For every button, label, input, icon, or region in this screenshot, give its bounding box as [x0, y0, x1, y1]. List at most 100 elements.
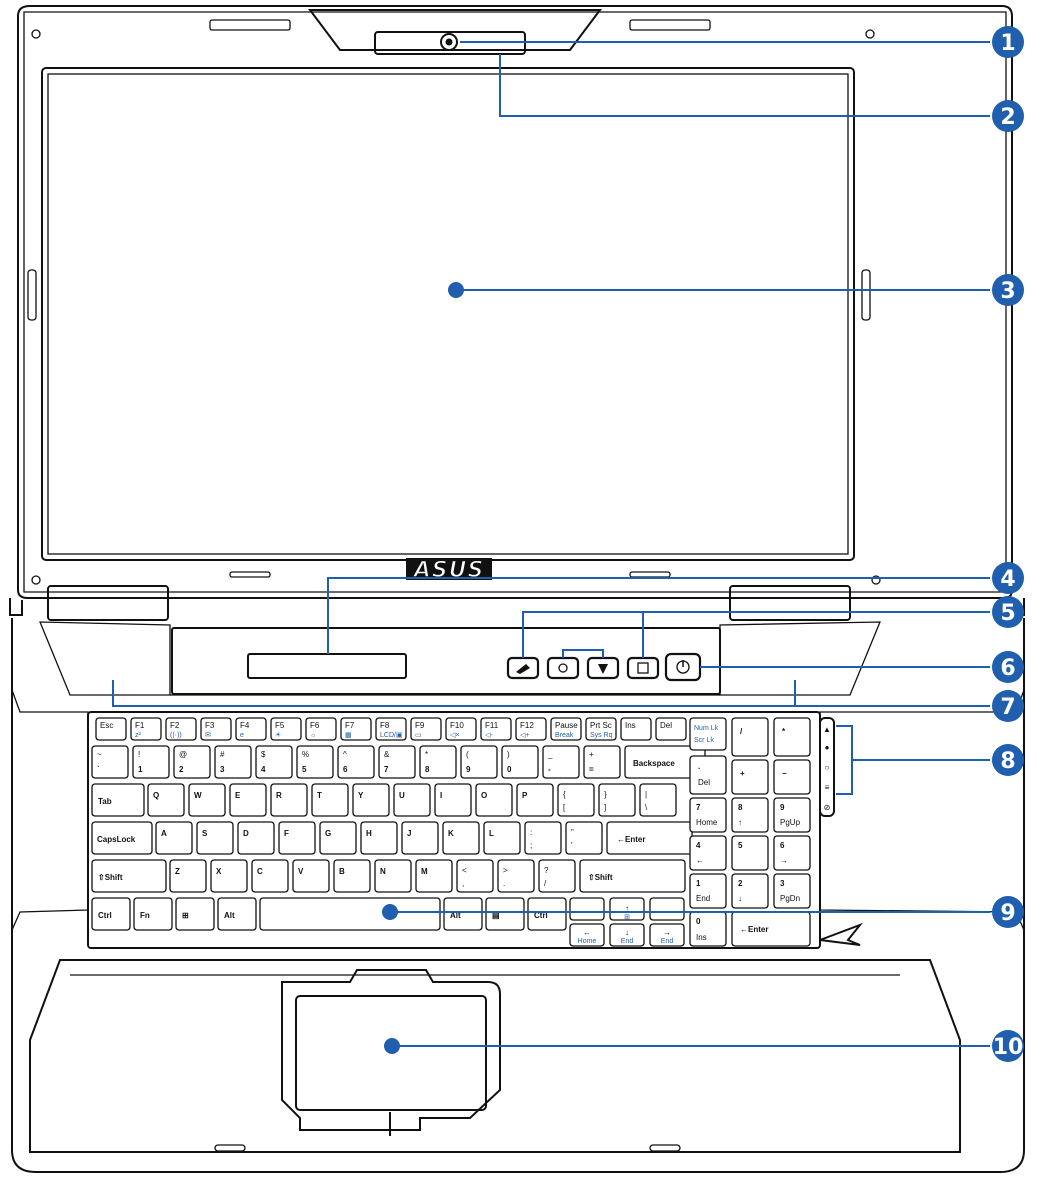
punct-key-1[interactable]: "' — [565, 821, 603, 855]
numrow-key-5[interactable]: %5 — [296, 745, 334, 779]
key-r[interactable]: R — [270, 783, 308, 817]
power-button[interactable] — [664, 652, 702, 682]
key-e[interactable]: E — [229, 783, 267, 817]
alt-right-key[interactable]: Alt — [443, 897, 483, 931]
numrow-key-11[interactable]: _- — [542, 745, 580, 779]
numpad-star-key[interactable]: * — [773, 717, 811, 757]
key-c[interactable]: C — [251, 859, 289, 893]
numpad-k8-key[interactable]: 8↑ — [731, 797, 769, 833]
key-g[interactable]: G — [319, 821, 357, 855]
key-u[interactable]: U — [393, 783, 431, 817]
numrow-key-8[interactable]: *8 — [419, 745, 457, 779]
left-shift-key[interactable]: ⇧Shift — [91, 859, 167, 893]
numrow-key-12[interactable]: += — [583, 745, 621, 779]
key-q[interactable]: Q — [147, 783, 185, 817]
arrow-down-key[interactable]: ↓End — [609, 923, 645, 947]
key-t[interactable]: T — [311, 783, 349, 817]
punct2-key-2[interactable]: ?/ — [538, 859, 576, 893]
fn-key[interactable]: Fn — [133, 897, 173, 931]
key-j[interactable]: J — [401, 821, 439, 855]
fkey-11[interactable]: F11◁- — [480, 717, 512, 741]
numrow-key-1[interactable]: !1 — [132, 745, 170, 779]
numrow-key-2[interactable]: @2 — [173, 745, 211, 779]
punct2-key-1[interactable]: >. — [497, 859, 535, 893]
key-a[interactable]: A — [155, 821, 193, 855]
bracket-key-2[interactable]: |\ — [639, 783, 677, 817]
numpad-plus-key[interactable]: + — [731, 759, 769, 795]
numrow-key-10[interactable]: )0 — [501, 745, 539, 779]
arrow-left-key[interactable]: ←Home — [569, 923, 605, 947]
menu-key[interactable]: ▤ — [485, 897, 525, 931]
enter-key[interactable]: ←Enter — [606, 821, 693, 855]
fkey-0[interactable]: Esc — [95, 717, 127, 741]
key-p[interactable]: P — [516, 783, 554, 817]
numrow-key-3[interactable]: #3 — [214, 745, 252, 779]
numpad-minus-key[interactable]: − — [773, 759, 811, 795]
key-k[interactable]: K — [442, 821, 480, 855]
numpad-k6-key[interactable]: 6→ — [773, 835, 811, 871]
key-o[interactable]: O — [475, 783, 513, 817]
arrow-up-key[interactable]: ↑⊞ — [609, 897, 645, 921]
blank-key-2[interactable] — [649, 897, 685, 921]
numpad-k4-key[interactable]: 4← — [689, 835, 727, 871]
fkey-4[interactable]: F4e — [235, 717, 267, 741]
numpad-enter-key[interactable]: ←Enter — [731, 911, 811, 947]
fkey-16[interactable]: Del — [655, 717, 687, 741]
fkey-9[interactable]: F9▭ — [410, 717, 442, 741]
fkey-7[interactable]: F7▦ — [340, 717, 372, 741]
numpad-k5-key[interactable]: 5 — [731, 835, 769, 871]
spacebar[interactable] — [259, 897, 441, 931]
arrow-right-key[interactable]: →End — [649, 923, 685, 947]
key-i[interactable]: I — [434, 783, 472, 817]
numrow-key-4[interactable]: $4 — [255, 745, 293, 779]
numpad-slash-key[interactable]: / — [731, 717, 769, 757]
key-v[interactable]: V — [292, 859, 330, 893]
fkey-6[interactable]: F6☼ — [305, 717, 337, 741]
key-z[interactable]: Z — [169, 859, 207, 893]
right-shift-key[interactable]: ⇧Shift — [579, 859, 686, 893]
ctrl-right-key[interactable]: Ctrl — [527, 897, 567, 931]
blank-key-1[interactable] — [569, 897, 605, 921]
numrow-key-6[interactable]: ^6 — [337, 745, 375, 779]
touchpad[interactable] — [295, 995, 487, 1111]
fkey-5[interactable]: F5☀ — [270, 717, 302, 741]
tab-key[interactable]: Tab — [91, 783, 145, 817]
fkey-15[interactable]: Ins — [620, 717, 652, 741]
punct-key-0[interactable]: :; — [524, 821, 562, 855]
key-y[interactable]: Y — [352, 783, 390, 817]
express-key-4[interactable] — [626, 656, 660, 680]
key-w[interactable]: W — [188, 783, 226, 817]
express-key-2[interactable] — [546, 656, 580, 680]
key-h[interactable]: H — [360, 821, 398, 855]
numpad-del-key[interactable]: .Del — [689, 755, 727, 795]
fkey-10[interactable]: F10◁× — [445, 717, 477, 741]
alt-left-key[interactable]: Alt — [217, 897, 257, 931]
windows-key[interactable]: ⊞ — [175, 897, 215, 931]
ctrl-left-key[interactable]: Ctrl — [91, 897, 131, 931]
key-n[interactable]: N — [374, 859, 412, 893]
numrow-key-7[interactable]: &7 — [378, 745, 416, 779]
fkey-3[interactable]: F3✉ — [200, 717, 232, 741]
bracket-key-0[interactable]: {[ — [557, 783, 595, 817]
fkey-2[interactable]: F2((·)) — [165, 717, 197, 741]
key-x[interactable]: X — [210, 859, 248, 893]
key-s[interactable]: S — [196, 821, 234, 855]
numrow-key-9[interactable]: (9 — [460, 745, 498, 779]
numpad-k2-key[interactable]: 2↓ — [731, 873, 769, 909]
capslock-key[interactable]: CapsLock — [91, 821, 153, 855]
key-f[interactable]: F — [278, 821, 316, 855]
numrow-key-0[interactable]: ~` — [91, 745, 129, 779]
key-m[interactable]: M — [415, 859, 453, 893]
punct2-key-0[interactable]: <, — [456, 859, 494, 893]
key-l[interactable]: L — [483, 821, 521, 855]
fkey-12[interactable]: F12◁+ — [515, 717, 547, 741]
bracket-key-1[interactable]: }] — [598, 783, 636, 817]
